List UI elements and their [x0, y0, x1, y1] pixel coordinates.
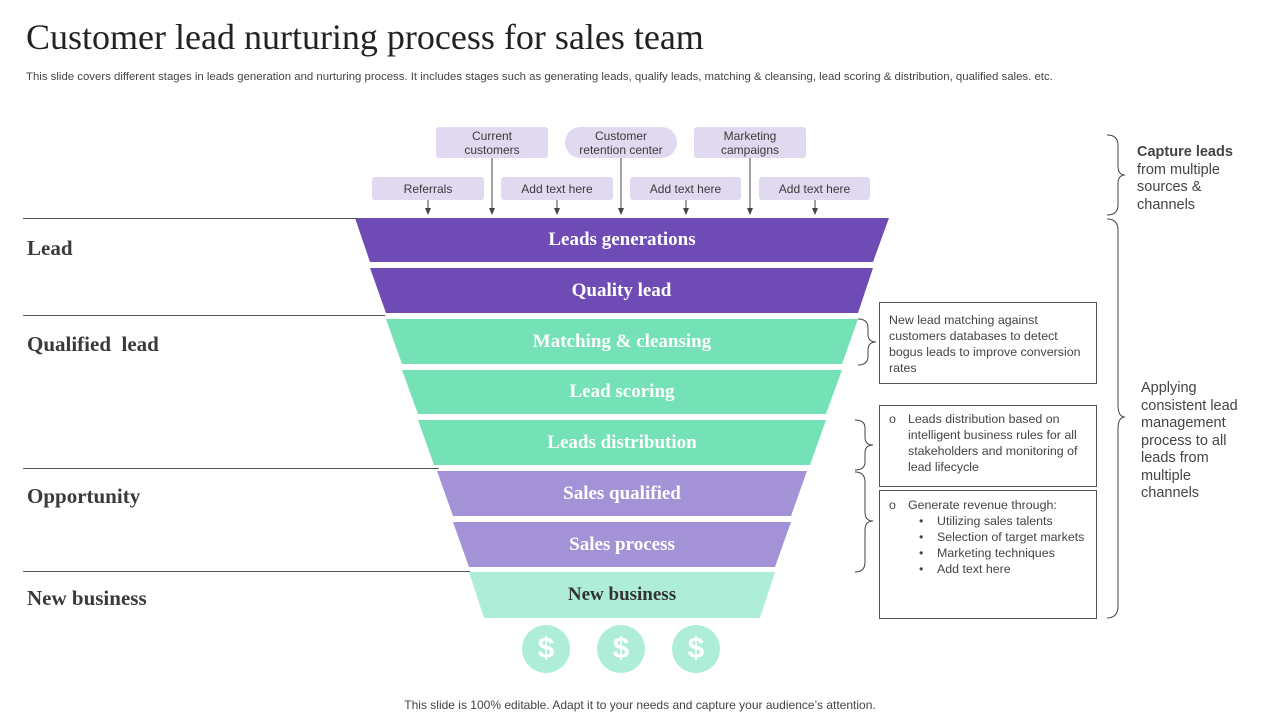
brace-capture	[1106, 134, 1126, 216]
brace-applying	[1106, 218, 1126, 619]
stage-label-lead: Lead	[27, 236, 73, 260]
source-referrals: Referrals	[372, 177, 484, 200]
funnel-band-shape-2	[370, 268, 873, 313]
stage-divider-new-business	[23, 571, 470, 572]
note-applying-process: Applying consistent lead management proc…	[1141, 380, 1238, 501]
brace-revenue	[854, 471, 874, 573]
brace-distribution	[854, 419, 874, 471]
funnel-band-shape-4	[402, 370, 842, 414]
info-box-distribution: Leads distribution based on intelligent …	[879, 405, 1097, 487]
funnel-band-3: Matching & cleansing	[532, 330, 712, 352]
stage-divider-lead	[23, 218, 358, 219]
info-revenue-item: Utilizing sales talents	[919, 513, 1088, 529]
info-distribution-text: Leads distribution based on intelligent …	[889, 411, 1088, 475]
stage-label-qualified-lead: Qualified lead	[27, 332, 159, 356]
info-revenue-item: Add text here	[919, 561, 1088, 577]
funnel-band-5: Leads distribution	[547, 431, 697, 453]
brace-matching	[857, 318, 877, 366]
info-revenue-list: Utilizing sales talents Selection of tar…	[908, 513, 1088, 577]
source-arrows	[425, 158, 818, 215]
funnel-band-2: Quality lead	[571, 279, 672, 301]
info-revenue-item: Marketing techniques	[919, 545, 1088, 561]
funnel-band-shape-3	[386, 319, 858, 364]
info-box-matching: New lead matching against customers data…	[879, 302, 1097, 384]
funnel-band-8: New business	[567, 584, 677, 605]
funnel-band-shape-7	[453, 522, 791, 567]
info-revenue-title: Generate revenue through:	[889, 497, 1088, 513]
funnel-band-4: Lead scoring	[569, 381, 675, 402]
funnel-band-shape-8	[469, 572, 775, 618]
funnel-band-shape-1	[355, 218, 889, 262]
source-add-text-1: Add text here	[501, 177, 613, 200]
info-matching-text: New lead matching against customers data…	[889, 313, 1081, 375]
footer-note: This slide is 100% editable. Adapt it to…	[404, 698, 876, 712]
funnel-band-shape-6	[437, 471, 807, 516]
funnel-band-6: Sales qualified	[563, 482, 681, 504]
note-capture-leads: Capture leads from multiple sources & ch…	[1137, 144, 1247, 214]
stage-label-opportunity: Opportunity	[27, 484, 141, 508]
stage-divider-opportunity	[23, 468, 439, 469]
note-capture-rest: from multiple sources & channels	[1137, 161, 1220, 213]
dollar-coin-icon: $	[672, 625, 720, 673]
page-subtitle: This slide covers different stages in le…	[26, 71, 1053, 83]
source-current-customers: Current customers	[436, 127, 548, 158]
funnel-band-1: Leads generations	[548, 229, 696, 250]
stage-label-new-business: New business	[27, 586, 147, 610]
dollar-coin-icon: $	[597, 625, 645, 673]
info-box-revenue: Generate revenue through: Utilizing sale…	[879, 490, 1097, 619]
info-revenue-item: Selection of target markets	[919, 529, 1088, 545]
dollar-coin-icon: $	[522, 625, 570, 673]
page-title: Customer lead nurturing process for sale…	[26, 17, 704, 57]
source-add-text-2: Add text here	[630, 177, 741, 200]
funnel-band-7: Sales process	[569, 533, 675, 555]
funnel-band-shape-5	[418, 420, 826, 465]
note-capture-bold: Capture leads	[1137, 144, 1233, 160]
source-customer-retention-center: Customer retention center	[565, 127, 677, 158]
source-add-text-3: Add text here	[759, 177, 870, 200]
source-marketing-campaigns: Marketing campaigns	[694, 127, 806, 158]
stage-divider-qualified	[23, 315, 385, 316]
